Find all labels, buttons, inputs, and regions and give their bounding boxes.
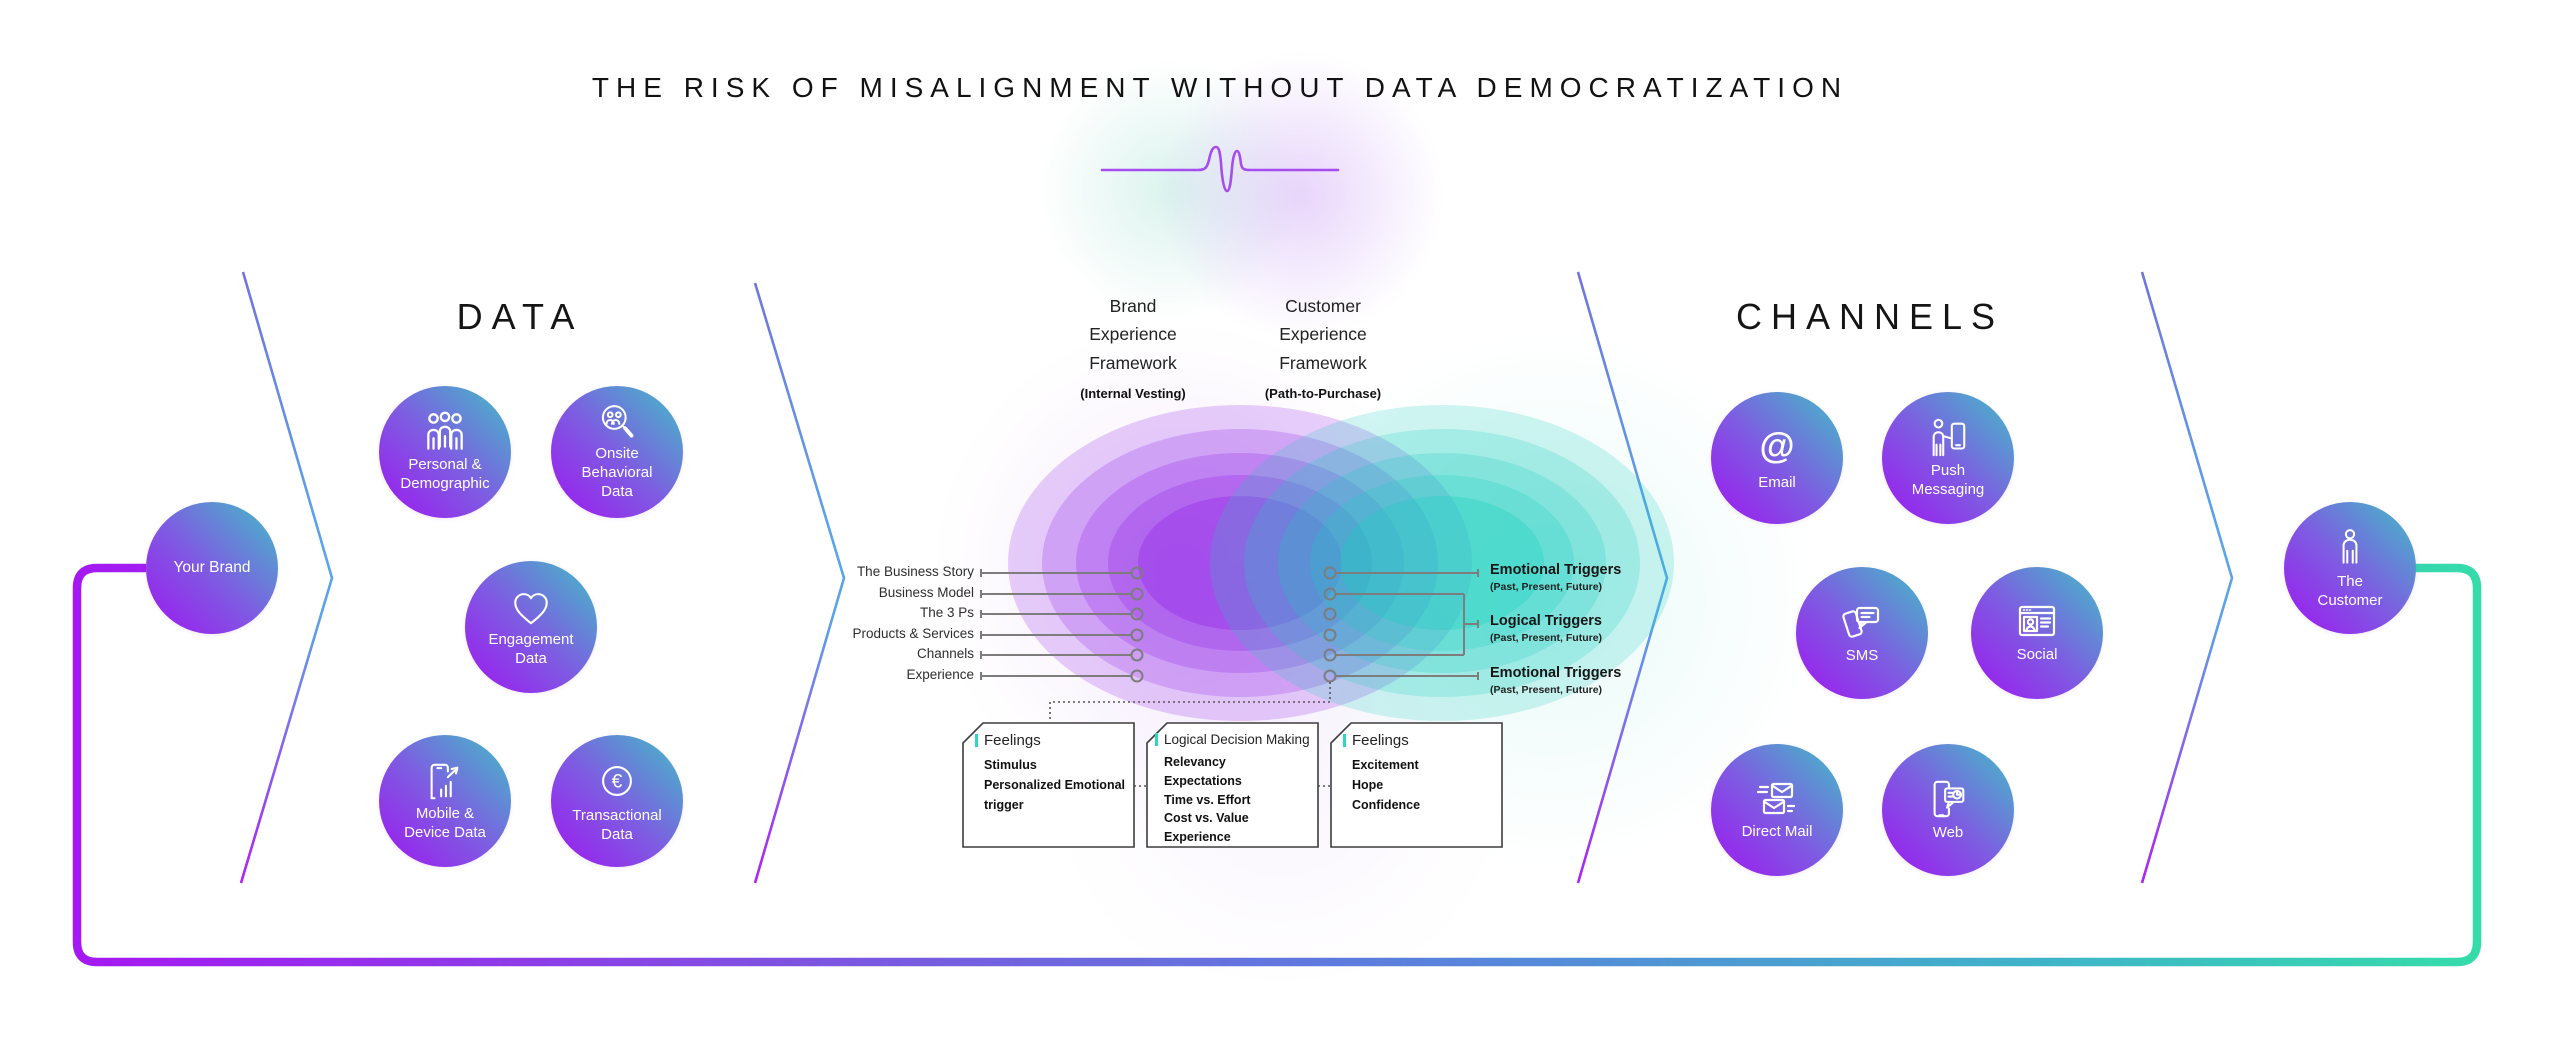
customer-framework-subtitle: (Path-to-Purchase) bbox=[1264, 386, 1382, 402]
channel-bubble-label: SMS bbox=[1845, 647, 1879, 665]
venn-left-label-experience: Experience bbox=[906, 667, 974, 682]
note-box-outlines bbox=[962, 722, 1503, 848]
channel-bubble-label: Direct Mail bbox=[1741, 823, 1813, 841]
customer-venn-circles bbox=[1210, 405, 1674, 721]
channel-bubble-label: Web bbox=[1932, 824, 1964, 842]
venn-left-label-business-model: Business Model bbox=[878, 585, 974, 600]
brand-framework-subtitle: (Internal Vesting) bbox=[1080, 386, 1186, 402]
box-title: Feelings bbox=[984, 732, 1041, 749]
data-bubble-onsite-behavioral: Onsite Behavioral Data bbox=[551, 386, 683, 518]
data-bubble-label: Personal & Demographic bbox=[400, 455, 490, 492]
heart-icon bbox=[514, 592, 548, 625]
customer-framework-header: Customer Experience Framework (Path-to-P… bbox=[1208, 292, 1438, 401]
data-bubble-label: Onsite Behavioral Data bbox=[581, 445, 653, 500]
teal-accent-bar bbox=[1343, 734, 1346, 747]
right-callout-lines bbox=[1323, 566, 1479, 683]
channel-bubble-push-messaging: Push Messaging bbox=[1882, 392, 2014, 524]
data-bubble-label: Transactional Data bbox=[572, 806, 662, 843]
channels-heading: CHANNELS bbox=[1735, 296, 2005, 337]
sms-icon bbox=[1842, 607, 1880, 638]
chevron-separator-1 bbox=[239, 271, 334, 884]
box-items: Stimulus Personalized Emotional trigger bbox=[984, 758, 1126, 812]
teal-accent-bar bbox=[975, 734, 978, 747]
the-customer-bubble: The Customer bbox=[2284, 502, 2416, 634]
data-bubble-mobile-device: Mobile & Device Data bbox=[379, 735, 511, 867]
data-bubble-label: Mobile & Device Data bbox=[404, 804, 486, 841]
data-bubble-engagement: Engagement Data bbox=[465, 561, 597, 693]
trigger-subtitle: (Past, Present, Future) bbox=[1490, 581, 1603, 593]
venn-left-label-three-ps: The 3 Ps bbox=[919, 605, 974, 620]
channel-bubble-sms: SMS bbox=[1796, 567, 1928, 699]
feedback-loop-line bbox=[72, 563, 2482, 967]
data-bubble-transactional: € Transactional Data bbox=[551, 735, 683, 867]
push-notification-icon bbox=[1932, 418, 1966, 456]
person-icon bbox=[2342, 528, 2358, 564]
trigger-subtitle: (Past, Present, Future) bbox=[1490, 684, 1603, 696]
brand-venn-circles bbox=[1008, 405, 1472, 721]
trigger-title: Emotional Triggers bbox=[1490, 665, 1622, 681]
pulse-line bbox=[1100, 145, 1340, 193]
social-profile-icon bbox=[2018, 606, 2056, 637]
dotted-connectors bbox=[1049, 682, 1331, 787]
svg-text:@: @ bbox=[1759, 425, 1794, 466]
channel-bubble-social: Social bbox=[1971, 567, 2103, 699]
trigger-title: Logical Triggers bbox=[1490, 613, 1602, 629]
svg-text:€: € bbox=[612, 771, 623, 792]
channel-bubble-direct-mail: Direct Mail bbox=[1711, 744, 1843, 876]
venn-left-label-business-story: The Business Story bbox=[856, 564, 974, 579]
envelopes-icon bbox=[1756, 783, 1796, 815]
feelings-box-left: Feelings Stimulus Personalized Emotional… bbox=[975, 732, 1125, 815]
venn-left-label-products-services: Products & Services bbox=[852, 626, 974, 641]
trigger-emotional-top: Emotional Triggers (Past, Present, Futur… bbox=[1490, 562, 1710, 593]
channel-bubble-web: Web bbox=[1882, 744, 2014, 876]
brand-framework-title: Brand Experience Framework bbox=[1089, 296, 1177, 373]
your-brand-label: Your Brand bbox=[173, 559, 251, 577]
box-items: Excitement Hope Confidence bbox=[1352, 758, 1421, 812]
chevron-separator-2 bbox=[753, 282, 846, 884]
brand-framework-header: Brand Experience Framework (Internal Ves… bbox=[1018, 292, 1248, 401]
data-heading: DATA bbox=[456, 296, 584, 337]
left-callout-lines bbox=[980, 566, 1144, 683]
logical-decision-box: Logical Decision Making Relevancy Expect… bbox=[1155, 732, 1317, 847]
page-title: THE RISK OF MISALIGNMENT WITHOUT DATA DE… bbox=[591, 72, 1849, 103]
data-bubble-label: Engagement Data bbox=[488, 630, 574, 667]
channel-bubble-email: @ Email bbox=[1711, 392, 1843, 524]
teal-accent-bar bbox=[1155, 733, 1158, 746]
box-title: Feelings bbox=[1352, 732, 1409, 749]
euro-icon: € bbox=[602, 765, 632, 796]
trigger-logical: Logical Triggers (Past, Present, Future) bbox=[1490, 613, 1710, 644]
chevron-separator-4 bbox=[2140, 271, 2234, 884]
channel-bubble-label: Email bbox=[1758, 474, 1796, 492]
customer-framework-title: Customer Experience Framework bbox=[1279, 296, 1367, 373]
channel-bubble-label: Social bbox=[2016, 646, 2058, 664]
web-analytics-icon bbox=[1933, 780, 1965, 818]
search-people-icon bbox=[601, 405, 634, 438]
people-icon bbox=[427, 411, 463, 450]
trigger-subtitle: (Past, Present, Future) bbox=[1490, 632, 1603, 644]
feelings-box-right: Feelings Excitement Hope Confidence bbox=[1343, 732, 1493, 815]
at-icon: @ bbox=[1759, 425, 1794, 466]
your-brand-bubble: Your Brand bbox=[146, 502, 278, 634]
trigger-title: Emotional Triggers bbox=[1490, 562, 1622, 578]
mobile-chart-icon bbox=[430, 763, 459, 799]
box-title: Logical Decision Making bbox=[1164, 732, 1310, 747]
chevron-separator-3 bbox=[1576, 271, 1669, 884]
data-bubble-personal-demographic: Personal & Demographic bbox=[379, 386, 511, 518]
trigger-emotional-bottom: Emotional Triggers (Past, Present, Futur… bbox=[1490, 665, 1710, 696]
channel-bubble-label: Push Messaging bbox=[1911, 461, 1985, 498]
box-items: Relevancy Expectations Time vs. Effort C… bbox=[1164, 755, 1251, 844]
venn-left-label-channels: Channels bbox=[916, 646, 974, 661]
the-customer-label: The Customer bbox=[2317, 572, 2383, 609]
